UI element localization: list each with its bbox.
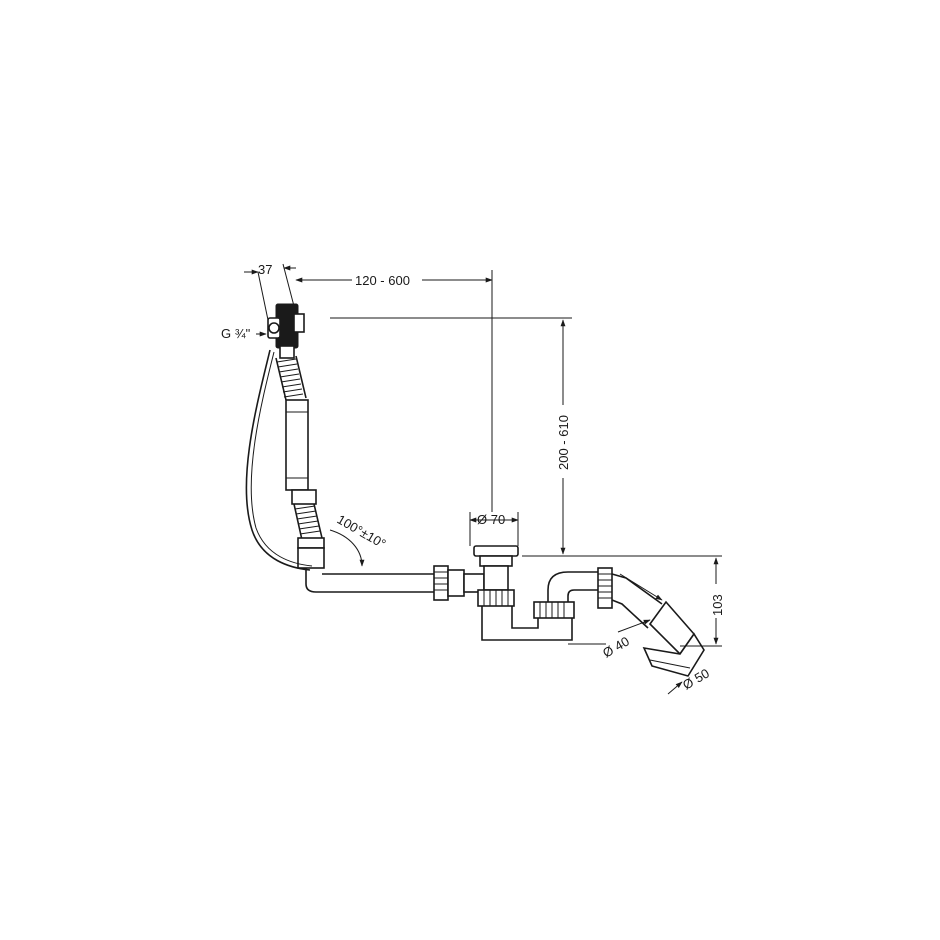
connection-pipe bbox=[305, 565, 485, 601]
outlet-pipe bbox=[611, 573, 705, 677]
bath-drain bbox=[473, 545, 519, 591]
angle-annotation: 100°±10° bbox=[329, 512, 389, 567]
dimension-200-610: 200 - 610 bbox=[330, 317, 722, 557]
thread-size-label: G ¾" bbox=[221, 326, 251, 341]
bowden-cable bbox=[245, 349, 311, 571]
bowden-cable-inner bbox=[250, 351, 313, 567]
dimension-200-610-label: 200 - 610 bbox=[556, 415, 571, 470]
thread-size: G ¾" bbox=[221, 326, 267, 341]
dimension-d40: Ø 40 bbox=[568, 573, 663, 661]
trap bbox=[477, 567, 613, 641]
dimension-103: 103 bbox=[680, 557, 725, 647]
overflow-hose bbox=[275, 355, 325, 569]
dimension-120-600: 120 - 600 bbox=[295, 270, 493, 512]
angle-label: 100°±10° bbox=[335, 512, 389, 552]
dimension-103-label: 103 bbox=[710, 594, 725, 616]
dimension-37: 37 bbox=[244, 262, 296, 321]
dimension-37-label: 37 bbox=[258, 262, 272, 277]
dimension-d70-label: Ø 70 bbox=[477, 512, 505, 527]
dimension-d70: Ø 70 bbox=[469, 512, 519, 546]
dimension-120-600-label: 120 - 600 bbox=[355, 273, 410, 288]
overflow-head bbox=[267, 303, 305, 359]
dimension-d40-label: Ø 40 bbox=[600, 634, 632, 661]
